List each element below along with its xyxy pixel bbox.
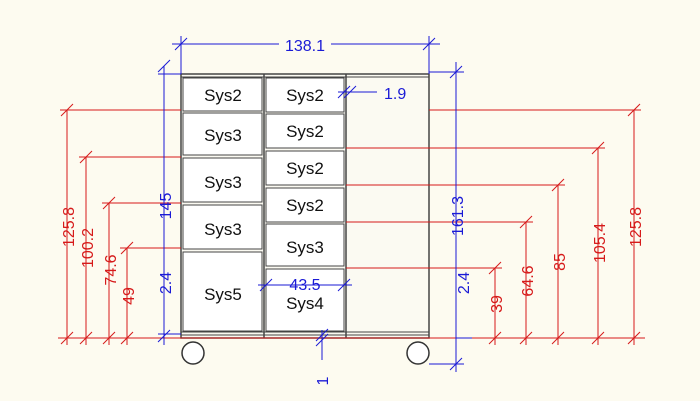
dim-drawer-width: 43.5 — [289, 277, 320, 294]
drawer-left-2 — [182, 112, 263, 156]
drawer-left-4 — [182, 204, 263, 250]
blue-dimension-lines — [157, 36, 472, 372]
dim-gap-small: 1.9 — [384, 86, 406, 103]
dim-red-right-2: 64.6 — [520, 265, 537, 296]
top-width-bg — [279, 34, 331, 54]
dim-right-height: 161.3 — [450, 196, 467, 236]
label-left-4: Sys3 — [204, 220, 242, 239]
label-left-5: Sys5 — [204, 285, 242, 304]
dim-red-right-5: 125.8 — [628, 207, 645, 247]
label-mid-5: Sys3 — [286, 238, 324, 257]
dim-bottom: 1 — [315, 376, 332, 385]
dim-red-right-4: 105.4 — [592, 223, 609, 263]
label-left-3: Sys3 — [204, 173, 242, 192]
label-mid-2: Sys2 — [286, 122, 324, 141]
drawer-labels: Sys2 Sys3 Sys3 Sys3 Sys5 Sys2 Sys2 Sys2 … — [204, 86, 324, 313]
dim-red-right-1: 39 — [489, 295, 506, 313]
label-left-1: Sys2 — [204, 86, 242, 105]
dim-red-left-4: 49 — [121, 287, 138, 305]
drawer-mid-5 — [265, 223, 345, 267]
dim-right-offset: 2.4 — [456, 272, 473, 294]
label-left-2: Sys3 — [204, 126, 242, 145]
dim-left-offset: 2.4 — [158, 272, 175, 294]
label-mid-4: Sys2 — [286, 196, 324, 215]
dim-red-left-2: 100.2 — [80, 228, 97, 268]
dim-red-right-3: 85 — [552, 253, 569, 271]
drawer-mid-6 — [265, 268, 345, 332]
dim-left-height: 145 — [158, 193, 175, 220]
label-mid-3: Sys2 — [286, 159, 324, 178]
drawer-mid-4 — [265, 187, 345, 223]
drawer-mid-3 — [265, 150, 345, 186]
dim-red-left-1: 125.8 — [61, 207, 78, 247]
caster-right — [406, 341, 430, 365]
red-dimension-lines — [58, 103, 645, 345]
cabinet — [180, 73, 430, 365]
blue-dimension-texts: 138.1 1.9 43.5 145 2.4 161.3 2.4 1 — [158, 34, 473, 385]
red-dimension-texts: 125.8 100.2 74.6 49 39 64.6 85 105.4 125… — [61, 207, 645, 313]
drawer-left-3 — [182, 157, 263, 203]
label-mid-6: Sys4 — [286, 294, 324, 313]
drawer-mid-1 — [265, 77, 345, 113]
drawer-left-5 — [182, 251, 263, 332]
label-mid-1: Sys2 — [286, 86, 324, 105]
dim-top-width: 138.1 — [285, 38, 325, 55]
dim-red-left-3: 74.6 — [103, 254, 120, 285]
drawer-mid-2 — [265, 113, 345, 149]
caster-left — [181, 341, 205, 365]
drawer-left-1 — [182, 77, 263, 112]
